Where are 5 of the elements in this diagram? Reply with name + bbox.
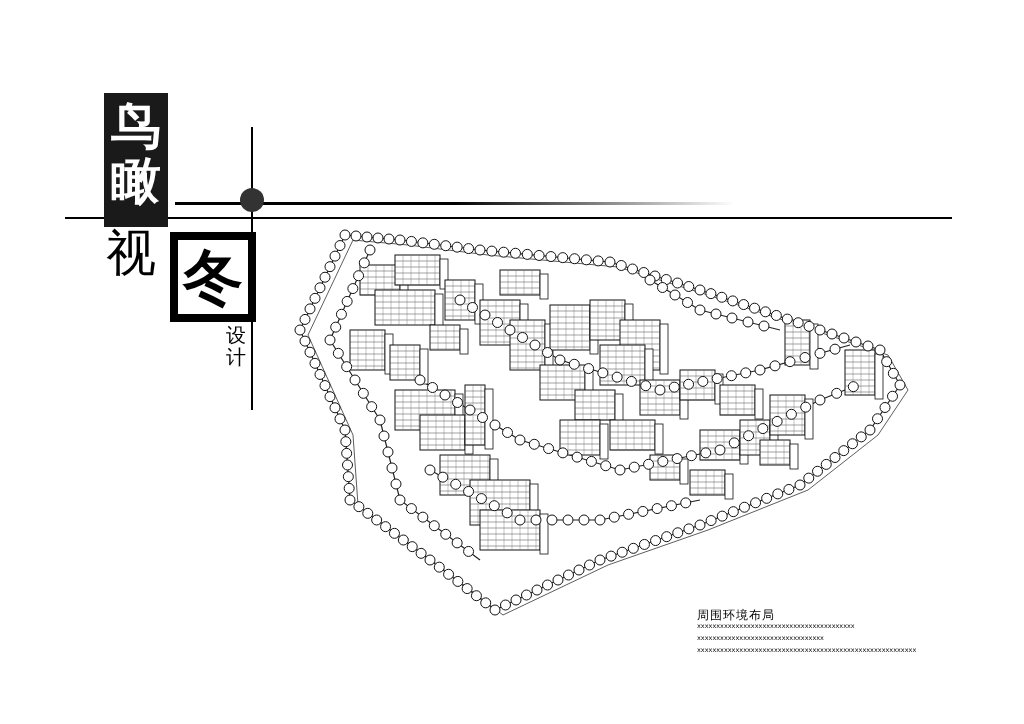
caption-heading: 周围环境布局: [697, 607, 775, 624]
subtitle-text: 设计: [226, 324, 247, 368]
title-text: 视: [106, 228, 156, 278]
title-block: 鸟瞰: [104, 93, 168, 227]
framed-title-character: 冬: [170, 232, 256, 322]
